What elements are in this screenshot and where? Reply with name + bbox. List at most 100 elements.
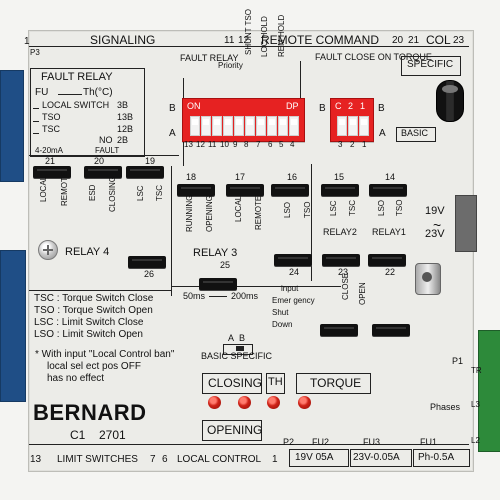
electrolytic-capacitor [436, 80, 464, 122]
ms200-label: 200ms [231, 291, 259, 301]
fu1-label: FU1 [420, 437, 438, 447]
mount-screw [38, 240, 58, 260]
jumper-16[interactable] [271, 184, 309, 196]
local-control-label: LOCAL CONTROL [177, 454, 262, 465]
jumper-16-label: 16 [287, 172, 298, 182]
priority-label: Priority [218, 61, 243, 70]
open-jumper[interactable] [372, 324, 410, 336]
fault-relay-line-3 [33, 121, 39, 122]
note-line-2: local sel ect pos OFF [47, 361, 141, 372]
jumper-25-label: 25 [220, 260, 231, 270]
b-label-right: B [319, 103, 326, 114]
rem-hold-label: REM HOLD [277, 14, 286, 57]
close-jumper[interactable] [320, 324, 358, 336]
l3-label: L3 [471, 400, 480, 409]
ab-a-label: A [228, 333, 235, 343]
torque-label: TORQUE [310, 376, 362, 390]
fault-close-on-torque: FAULT CLOSE ON TORQUE [315, 52, 432, 62]
l2-label: L2 [471, 436, 480, 445]
num-12b: 12B [117, 124, 134, 134]
ab-selector-knob[interactable] [236, 346, 244, 351]
jumper-22[interactable] [368, 254, 406, 266]
jumper-23-label: 23 [338, 267, 349, 277]
dip-switch-4[interactable] [289, 116, 299, 136]
dip-num-5: 5 [279, 140, 284, 149]
jumper-23[interactable] [322, 254, 360, 266]
remote-vertical-label: REMOTE [60, 171, 69, 206]
lsc-vertical-label-2: LSC [329, 200, 338, 216]
input-label: input [281, 284, 299, 293]
num-12: 12 [238, 35, 250, 46]
b-label-left: B [169, 103, 176, 114]
dip-num-11: 11 [208, 140, 217, 149]
dip-switch-13[interactable] [190, 116, 200, 136]
dip-switch-2[interactable] [348, 116, 358, 136]
current-label: 4-20mA [35, 146, 64, 155]
bottom-num-7: 7 [150, 454, 156, 465]
left-terminal-block-top [0, 70, 24, 182]
tso-vertical-label-2: TSO [395, 199, 404, 216]
ab-selector[interactable] [223, 344, 253, 355]
down-label: Down [272, 320, 293, 329]
closing-led [208, 396, 221, 409]
jumper-20[interactable] [84, 166, 122, 178]
right-dip-1: 1 [360, 101, 366, 111]
lso-vertical-label-2: LSO [377, 199, 386, 216]
jumper-24[interactable] [274, 254, 312, 266]
fu1-value: Ph-0.5A [418, 452, 455, 463]
dip-switch-3[interactable] [337, 116, 347, 136]
power-23v: 23V [425, 228, 445, 240]
local-vertical-label-2: LOCAL [234, 195, 243, 222]
fault-relay-line-4 [33, 133, 39, 134]
relay4-label: RELAY 4 [65, 246, 110, 258]
dip-switch-5[interactable] [278, 116, 288, 136]
jumper-19[interactable] [126, 166, 164, 178]
jumper-18[interactable] [177, 184, 215, 196]
dip-switch-8[interactable] [245, 116, 255, 136]
relay3-label: RELAY 3 [193, 247, 238, 259]
jumper-14[interactable] [369, 184, 407, 196]
jumper-26[interactable] [128, 256, 166, 268]
relay2-label: RELAY2 [323, 227, 357, 237]
jumper-20-label: 20 [94, 156, 105, 166]
dip-switch-7[interactable] [256, 116, 266, 136]
hex-standoff [415, 263, 441, 295]
dip-num-3: 3 [338, 140, 343, 149]
jumper-21-label: 21 [45, 156, 56, 166]
model-prefix: C1 [70, 428, 86, 442]
num-11: 11 [224, 35, 235, 46]
relay3-underline [171, 286, 341, 287]
loc-hold-label: LOC HOLD [260, 16, 269, 57]
dip-switch-1[interactable] [359, 116, 369, 136]
specific-label: SPECIFIC [407, 59, 454, 70]
jumper-18-label: 18 [186, 172, 197, 182]
opening-box [202, 420, 262, 441]
opening-led [238, 396, 251, 409]
dip-switch-9[interactable] [234, 116, 244, 136]
tso-label: TSO [42, 112, 61, 122]
dip-switch-6[interactable] [267, 116, 277, 136]
note-line-1: * With input "Local Control ban" [35, 349, 175, 360]
relay1-label: RELAY1 [372, 227, 406, 237]
jumper-15[interactable] [321, 184, 359, 196]
jumper-17[interactable] [226, 184, 264, 196]
num-23: 23 [453, 35, 465, 46]
tr-label: TR [471, 366, 482, 375]
fu3-box [350, 449, 412, 467]
dip-switch-12[interactable] [201, 116, 211, 136]
dip-dp-label: DP [286, 101, 299, 111]
jumper-25[interactable] [199, 278, 237, 290]
dip-on-label: ON [187, 101, 201, 111]
jumper-24-label: 24 [289, 267, 300, 277]
jumper-21[interactable] [33, 166, 71, 178]
fault-relay-top: FAULT RELAY [180, 53, 239, 63]
fu2-value: 19V 05A [295, 452, 334, 463]
center-right-divider [311, 164, 312, 281]
num-13b: 13B [117, 112, 134, 122]
dip-switch-10[interactable] [223, 116, 233, 136]
fu-label: FU [35, 87, 49, 98]
open-vertical-label: OPEN [358, 282, 367, 305]
basic-label: BASIC [401, 128, 429, 138]
dip-switch-11[interactable] [212, 116, 222, 136]
